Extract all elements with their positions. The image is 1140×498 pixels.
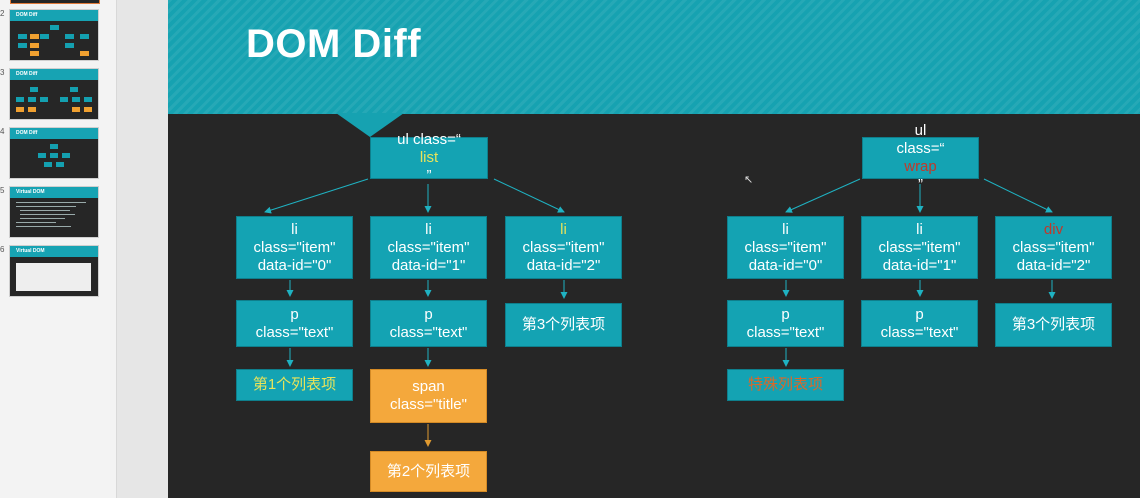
- slide-thumbnail-2[interactable]: DOM Diff: [10, 10, 98, 60]
- left-ul-node: ul class=“list”: [370, 131, 488, 184]
- slide-title: DOM Diff: [246, 22, 422, 66]
- thumbnail-title: Virtual DOM: [16, 248, 45, 254]
- right-ul-node: ul class=“wrap”: [862, 122, 979, 193]
- slide-thumbnail-1-selected[interactable]: [10, 0, 100, 4]
- slide-thumbnail-4[interactable]: DOM Diff: [10, 128, 98, 178]
- right-text-node-special: 特殊列表项: [727, 369, 844, 401]
- editor-background: [117, 0, 168, 498]
- thumbnail-title: DOM Diff: [16, 12, 38, 18]
- tree-connectors: [264, 178, 1056, 447]
- left-text-node-2: 第2个列表项: [370, 451, 487, 492]
- thumbnail-title: DOM Diff: [16, 130, 38, 136]
- header-notch: [336, 113, 404, 137]
- slide-header-band: [168, 0, 1140, 114]
- slide-thumbnail-panel: 2 DOM Diff 3 DOM Diff 4 DOM Diff 5 Virtu…: [0, 0, 117, 498]
- thumbnail-title: DOM Diff: [16, 71, 38, 77]
- mouse-cursor-icon: ↖: [744, 173, 754, 186]
- left-text-node-1: 第1个列表项: [236, 369, 353, 401]
- thumbnail-number: 6: [0, 245, 5, 254]
- thumbnail-number: 5: [0, 186, 5, 195]
- thumbnail-title: Virtual DOM: [16, 189, 45, 195]
- slide-thumbnail-3[interactable]: DOM Diff: [10, 69, 98, 119]
- thumbnail-number: 3: [0, 68, 5, 77]
- right-text-node-3: 第3个列表项: [995, 303, 1112, 347]
- left-text-node-3: 第3个列表项: [505, 303, 622, 347]
- slide-canvas: DOM Diff: [168, 0, 1140, 498]
- thumbnail-number: 4: [0, 127, 5, 136]
- slide-thumbnail-6[interactable]: Virtual DOM: [10, 246, 98, 296]
- slide-thumbnail-5[interactable]: Virtual DOM: [10, 187, 98, 237]
- thumbnail-number: 2: [0, 9, 5, 18]
